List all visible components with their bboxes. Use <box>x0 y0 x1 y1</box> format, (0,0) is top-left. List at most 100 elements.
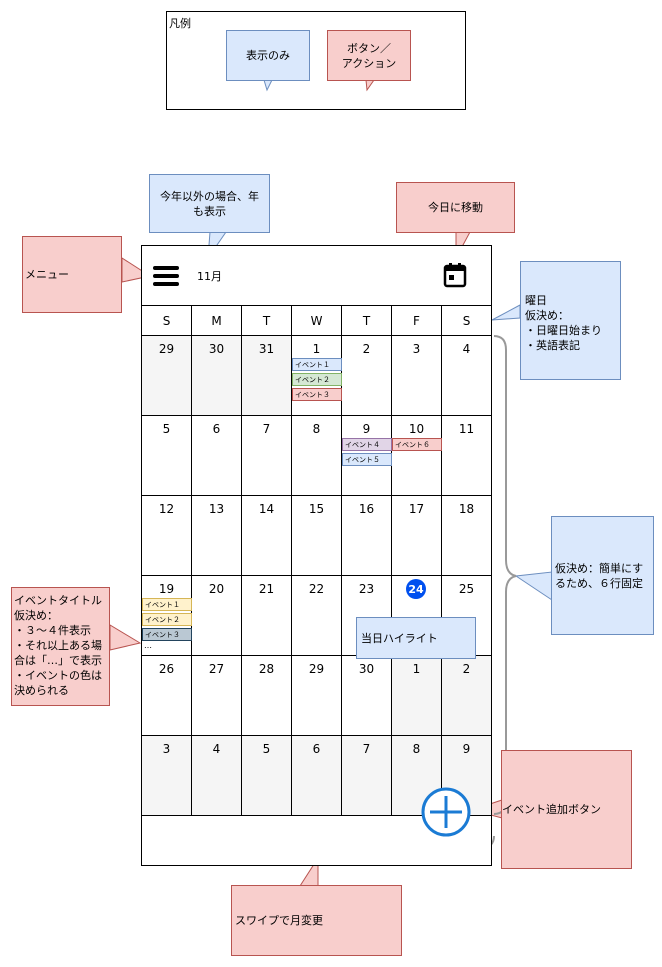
menu-note: メニュー <box>22 236 122 313</box>
day-cell[interactable]: 4 <box>192 736 242 816</box>
add-event-fab[interactable] <box>420 786 472 838</box>
day-cell[interactable]: 29 <box>142 336 192 416</box>
event-chip[interactable]: イベント１ <box>142 598 192 611</box>
day-number: 6 <box>212 422 221 436</box>
day-number: 8 <box>412 742 421 756</box>
day-number: 7 <box>362 742 371 756</box>
day-number: 30 <box>358 662 375 676</box>
day-cell[interactable]: 31 <box>242 336 292 416</box>
day-cell[interactable]: 20 <box>192 576 242 656</box>
day-cell[interactable]: 2 <box>342 336 392 416</box>
day-cell[interactable]: 26 <box>142 656 192 736</box>
hamburger-menu-icon[interactable] <box>153 266 179 286</box>
weekday-note-tail <box>491 304 521 321</box>
event-title-tail <box>109 624 142 651</box>
day-number: 16 <box>358 502 375 516</box>
event-chip[interactable]: イベント２ <box>142 613 192 626</box>
day-number: 31 <box>258 342 275 356</box>
day-number: 29 <box>158 342 175 356</box>
day-cell[interactable]: 28 <box>242 656 292 736</box>
day-cell[interactable]: 7 <box>342 736 392 816</box>
day-number: 11 <box>458 422 475 436</box>
day-cell[interactable]: 13 <box>192 496 242 576</box>
day-cell[interactable]: 5 <box>142 416 192 496</box>
add-event-note: イベント追加ボタン <box>501 750 632 869</box>
event-chip[interactable]: イベント６ <box>392 438 442 451</box>
day-cell[interactable]: 3 <box>392 336 442 416</box>
day-cell[interactable]: 1 <box>392 656 442 736</box>
today-move-note: 今日に移動 <box>396 182 515 233</box>
day-cell[interactable]: 21 <box>242 576 292 656</box>
day-number: 17 <box>408 502 425 516</box>
day-number: 14 <box>258 502 275 516</box>
event-chip[interactable]: イベント５ <box>342 453 392 466</box>
day-number: 21 <box>258 582 275 596</box>
day-cell[interactable]: 6 <box>192 416 242 496</box>
day-number: 30 <box>208 342 225 356</box>
day-number: 5 <box>262 742 271 756</box>
day-cell[interactable]: 15 <box>292 496 342 576</box>
legend-button-action: ボタン／ アクション <box>327 30 411 81</box>
day-cell[interactable]: 10 <box>392 416 442 496</box>
day-cell[interactable]: 27 <box>192 656 242 736</box>
day-number: 2 <box>362 342 371 356</box>
day-cell[interactable]: 7 <box>242 416 292 496</box>
day-cell[interactable]: 11 <box>442 416 491 496</box>
day-cell[interactable]: 3 <box>142 736 192 816</box>
day-cell[interactable]: 17 <box>392 496 442 576</box>
day-number: 23 <box>358 582 375 596</box>
month-title: 11月 <box>197 270 222 283</box>
day-number: 27 <box>208 662 225 676</box>
today-highlight: 24 <box>406 579 426 599</box>
day-number: 19 <box>158 582 175 596</box>
day-number: 10 <box>408 422 425 436</box>
legend-box: 凡例 <box>166 11 466 110</box>
day-number: 6 <box>312 742 321 756</box>
day-number: 13 <box>208 502 225 516</box>
day-cell[interactable]: 8 <box>292 416 342 496</box>
weekday-label: F <box>392 306 442 336</box>
event-chip[interactable]: イベント３ <box>142 628 192 641</box>
calendar-header: 11月 <box>142 246 491 306</box>
year-note: 今年以外の場合、年 も表示 <box>149 174 270 233</box>
fixed-rows-note: 仮決め：簡単にす るため、６行固定 <box>551 516 654 635</box>
day-number: 29 <box>308 662 325 676</box>
event-chip[interactable]: イベント２ <box>292 373 342 386</box>
event-chip[interactable]: イベント１ <box>292 358 342 371</box>
day-cell[interactable]: 16 <box>342 496 392 576</box>
day-cell[interactable]: 30 <box>342 656 392 736</box>
day-number: 4 <box>462 342 471 356</box>
weekday-label: S <box>462 314 471 328</box>
event-chip[interactable]: イベント３ <box>292 388 342 401</box>
legend-display-only: 表示のみ <box>226 30 310 81</box>
day-cell[interactable]: 29 <box>292 656 342 736</box>
day-cell[interactable]: 6 <box>292 736 342 816</box>
weekday-label: W <box>292 306 342 336</box>
day-cell[interactable]: 5 <box>242 736 292 816</box>
event-title-note: イベントタイトル 仮決め： ・３〜４件表示 ・それ以上ある場 合は「…」で表示 … <box>11 587 110 706</box>
weekday-note: 曜日 仮決め： ・日曜日始まり ・英語表記 <box>520 261 621 380</box>
day-cell[interactable]: 18 <box>442 496 491 576</box>
day-cell[interactable]: 22 <box>292 576 342 656</box>
day-cell[interactable]: 12 <box>142 496 192 576</box>
calendar-today-icon[interactable] <box>443 262 467 288</box>
day-cell[interactable]: 14 <box>242 496 292 576</box>
event-chip[interactable]: イベント４ <box>342 438 392 451</box>
day-number: 3 <box>162 742 171 756</box>
day-number: 3 <box>412 342 421 356</box>
day-cell[interactable]: 2 <box>442 656 491 736</box>
day-number: 26 <box>158 662 175 676</box>
legend-title: 凡例 <box>169 17 191 30</box>
day-number: 9 <box>362 422 371 436</box>
day-number: 28 <box>258 662 275 676</box>
day-number: 12 <box>158 502 175 516</box>
day-number: 20 <box>208 582 225 596</box>
day-cell[interactable]: 30 <box>192 336 242 416</box>
day-cell[interactable]: 4 <box>442 336 491 416</box>
today-highlight-note: 当日ハイライト <box>356 617 476 659</box>
day-number: 7 <box>262 422 271 436</box>
fixed-rows-tail <box>514 571 553 601</box>
event-overflow[interactable]: … <box>144 641 152 650</box>
